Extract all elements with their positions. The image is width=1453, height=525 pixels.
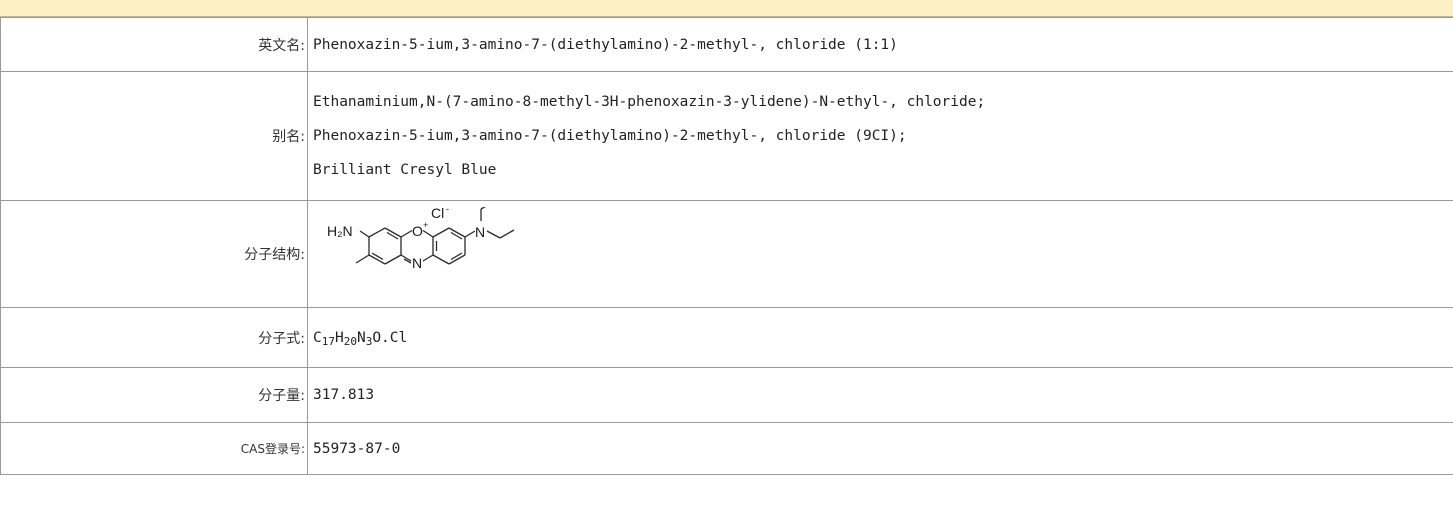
alias-label: 别名: [0,71,308,201]
chloride-atom: Cl [431,207,444,221]
formula-value: C17H20N3O.Cl [307,307,1453,368]
cas-label: CAS登录号: [0,422,308,475]
formula-subscript: 3 [365,334,373,348]
alias-item: Ethanaminium,N-(7-amino-8-methyl-3H-phen… [313,94,986,110]
formula-element: O.Cl [372,329,408,346]
structure-image: Cl - H₂N O + N N [313,199,1453,306]
english-name-value: Phenoxazin-5-ium,3-amino-7-(diethylamino… [307,17,1453,72]
structure-label: 分子结构: [0,200,308,308]
formula-element: N [356,329,366,346]
header-bar [0,0,1453,17]
compound-info-table: 英文名: Phenoxazin-5-ium,3-amino-7-(diethyl… [0,17,1453,475]
molecule-structure-drawing: Cl - H₂N O + N N [327,199,515,271]
ring-oxygen-atom: O [412,223,423,239]
structure-row: 分子结构: [0,199,1453,308]
oxygen-charge: + [423,220,428,230]
cas-value: 55973-87-0 [307,422,1453,475]
formula-element: H [334,329,344,346]
amine-nitrogen-atom: N [475,224,485,240]
alias-value: Ethanaminium,N-(7-amino-8-methyl-3H-phen… [307,71,1453,201]
formula-label: 分子式: [0,307,308,368]
english-name-label: 英文名: [0,17,308,72]
formula-element: C [313,329,322,346]
alias-row: 别名: Ethanaminium,N-(7-amino-8-methyl-3H-… [0,71,1453,201]
ring-nitrogen-atom: N [412,255,422,271]
formula-subscript: 17 [321,334,335,348]
formula-subscript: 20 [343,334,357,348]
alias-item: Phenoxazin-5-ium,3-amino-7-(diethylamino… [313,128,907,144]
alias-item: Brilliant Cresyl Blue [313,162,497,178]
cas-row: CAS登录号: 55973-87-0 [0,422,1453,475]
weight-row: 分子量: 317.813 [0,367,1453,423]
weight-value: 317.813 [307,367,1453,423]
structure-value: Cl - H₂N O + N N [307,199,1453,308]
formula-row: 分子式: C17H20N3O.Cl [0,307,1453,368]
weight-label: 分子量: [0,367,308,423]
chloride-charge: - [446,207,449,214]
english-name-row: 英文名: Phenoxazin-5-ium,3-amino-7-(diethyl… [0,17,1453,72]
amine-group: H₂N [327,223,353,239]
